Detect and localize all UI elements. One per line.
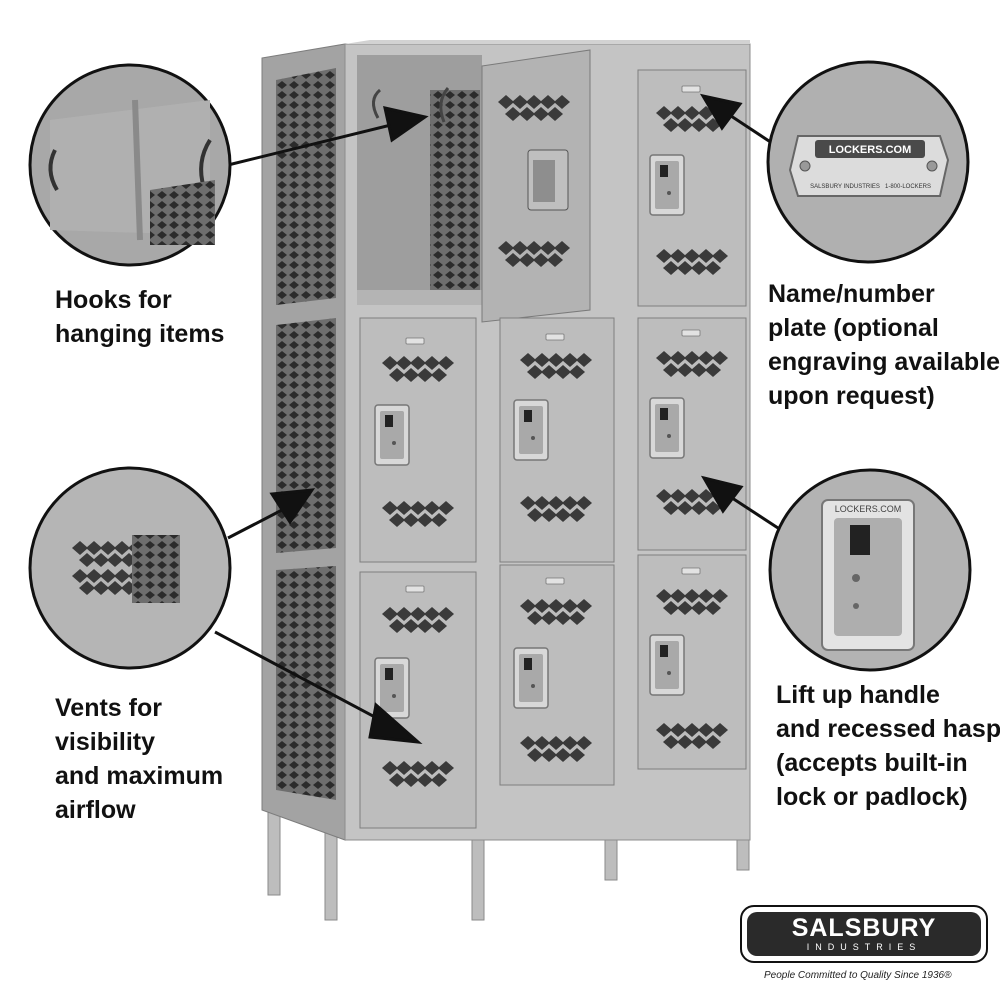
hooks-line-2: hanging items xyxy=(55,320,225,348)
plate-zoom-circle: LOCKERS.COM SALSBURY INDUSTRIES 1-800-LO… xyxy=(766,60,970,264)
salsbury-logo: SALSBURY INDUSTRIES xyxy=(740,905,988,963)
locker-doors xyxy=(359,69,747,829)
open-compartment xyxy=(357,55,482,305)
locker-door[interactable] xyxy=(359,571,477,829)
handle-line-2: and recessed hasp xyxy=(776,715,1000,743)
handle-line-4: lock or padlock) xyxy=(776,783,968,811)
handle-line-3: (accepts built-in xyxy=(776,749,968,777)
locker-door[interactable] xyxy=(499,317,615,563)
plate-line-2: plate (optional xyxy=(768,314,939,342)
logo-tagline: People Committed to Quality Since 1936® xyxy=(764,970,952,981)
locker-door[interactable] xyxy=(359,317,477,563)
handle-zoom-circle: LOCKERS.COM xyxy=(768,468,972,672)
logo-subtitle: INDUSTRIES xyxy=(806,942,922,952)
vents-line-1: Vents for xyxy=(55,694,162,722)
plate-line-4: upon request) xyxy=(768,382,935,410)
vents-line-2: visibility xyxy=(55,728,156,756)
plate-maker-text: SALSBURY INDUSTRIES xyxy=(810,184,880,190)
hooks-zoom-circle xyxy=(28,63,232,267)
vents-zoom-circle xyxy=(28,466,232,670)
callout-lines xyxy=(214,93,779,744)
locker-door[interactable] xyxy=(499,564,615,786)
hooks-line-1: Hooks for xyxy=(55,286,172,314)
locker-side-panel xyxy=(261,43,346,841)
plate-brand-text: LOCKERS.COM xyxy=(829,144,912,156)
handle-callout-label: Lift up handle and recessed hasp (accept… xyxy=(776,678,1000,814)
plate-line-3: engraving available xyxy=(768,348,1000,376)
locker-door[interactable] xyxy=(637,317,747,551)
plate-phone-text: 1-800-LOCKERS xyxy=(885,184,931,190)
plate-callout-label: Name/number plate (optional engraving av… xyxy=(768,277,1000,413)
vents-callout-label: Vents for visibility and maximum airflow xyxy=(55,691,223,827)
hooks-callout-label: Hooks for hanging items xyxy=(55,283,224,351)
plate-line-1: Name/number xyxy=(768,280,935,308)
locker-door[interactable] xyxy=(637,554,747,770)
logo-name: SALSBURY xyxy=(791,914,937,942)
handle-brand-text: LOCKERS.COM xyxy=(835,504,902,514)
handle-line-1: Lift up handle xyxy=(776,681,940,709)
logo-badge: SALSBURY INDUSTRIES xyxy=(747,912,981,956)
open-locker-door[interactable] xyxy=(481,49,591,323)
logo-frame: SALSBURY INDUSTRIES xyxy=(740,905,988,963)
vents-line-3: and maximum xyxy=(55,762,224,790)
vents-line-4: airflow xyxy=(55,796,136,824)
